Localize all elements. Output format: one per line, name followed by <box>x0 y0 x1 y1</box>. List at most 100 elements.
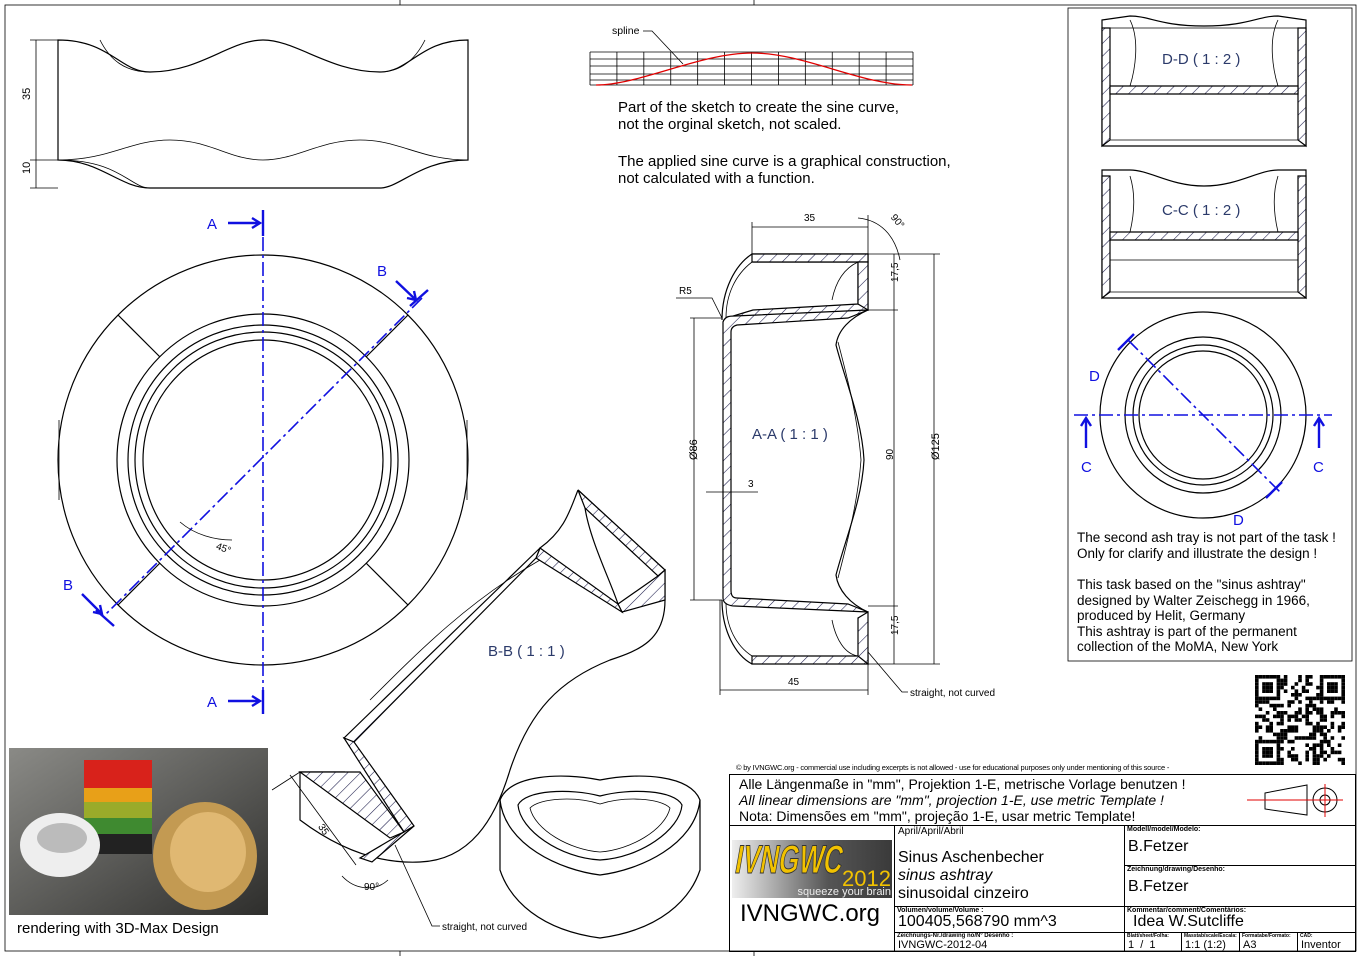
section-label-b-bottom: B <box>63 577 73 594</box>
section-dd-title: D-D ( 1 : 2 ) <box>1162 51 1240 68</box>
note-pt: Nota: Dimensões em "mm", projeção 1-E, u… <box>739 808 1136 824</box>
note-en: All linear dimensions are "mm", projecti… <box>739 792 1164 808</box>
spline-note-2: The applied sine curve is a graphical co… <box>618 153 951 187</box>
format-label: Formatabe/Formato: <box>1242 933 1291 939</box>
model-cell: Modell/model/Modelo: B.Fetzer <box>1124 825 1356 866</box>
drawing-cell: Zeichnung/drawing/Desenho: B.Fetzer <box>1124 865 1356 907</box>
note-de: Alle Längenmaße in "mm", Projektion 1-E,… <box>739 776 1186 792</box>
logo-year: 2012 <box>842 866 891 891</box>
title-pt: sinusoidal cinzeiro <box>898 885 1029 902</box>
section-bb-title: B-B ( 1 : 1 ) <box>488 643 565 660</box>
model-value: B.Fetzer <box>1128 838 1189 855</box>
section-bb: 35 90° straight, not curved B-B ( 1 : 1 … <box>271 489 666 933</box>
dim-inner-dia: Ø86 <box>688 439 700 460</box>
dim-angle: 90° <box>888 212 906 231</box>
label-c-left: C <box>1081 459 1092 476</box>
title-de: Sinus Aschenbecher <box>898 849 1044 866</box>
rendering-image <box>9 748 268 915</box>
cad-value: Inventor <box>1301 939 1341 951</box>
note-line: not calculated with a function. <box>618 170 815 187</box>
spline-note-1: Part of the sketch to create the sine cu… <box>618 99 899 133</box>
right-panel: D-D ( 1 : 2 ) C-C ( 1 : 2 ) D D C C <box>1067 7 1353 662</box>
dim-upper: 17,5 <box>890 262 901 282</box>
format-cell: Formatabe/Formato: A3 <box>1239 932 1298 952</box>
dim-radius: R5 <box>679 286 692 297</box>
section-label-a-bottom: A <box>207 694 217 711</box>
month: April/April/Abril <box>898 826 964 837</box>
note-line: not the orginal sketch, not scaled. <box>618 116 842 133</box>
model-label: Modell/model/Modelo: <box>1127 826 1201 833</box>
section-aa: 35 90° R5 17,5 17,5 90 Ø125 Ø86 3 45 A-A… <box>676 212 995 699</box>
rendering-caption: rendering with 3D-Max Design <box>17 920 219 937</box>
title-en: sinus ashtray <box>898 867 993 884</box>
plan-view: A A B B 45° <box>57 210 469 714</box>
note-line: Only for clarify and illustrate the desi… <box>1077 545 1318 561</box>
dim-bottom-width: 45 <box>788 677 800 688</box>
section-cc-title: C-C ( 1 : 2 ) <box>1162 202 1240 219</box>
drawing-value: B.Fetzer <box>1128 878 1189 895</box>
logo-slogan: squeeze your brain <box>797 886 891 898</box>
comment-cell: Kommentar/comment/Comentários: Idea W.Su… <box>1124 906 1356 933</box>
dim-bb-width: 35 <box>315 822 331 838</box>
cad-label: CAD: <box>1300 933 1313 939</box>
title-cell: April/April/Abril Sinus Aschenbecher sin… <box>894 825 1125 907</box>
note-line: The second ash tray is not part of the t… <box>1077 530 1336 545</box>
volume-value: 100405,568790 mm^3 <box>898 913 1057 930</box>
side-view: 35 10 <box>21 39 469 189</box>
note-line: Part of the sketch to create the sine cu… <box>618 99 899 116</box>
note-line: designed by Walter Zeischegg in 1966, <box>1077 592 1310 608</box>
note-line: This task based on the "sinus ashtray" <box>1077 577 1306 592</box>
format-value: A3 <box>1243 939 1257 951</box>
dim-top-width: 35 <box>804 213 816 224</box>
right-note-1: The second ash tray is not part of the t… <box>1077 530 1336 561</box>
label-d-bottom: D <box>1233 512 1244 529</box>
drawing-no-cell: Zeichnungs-Nr./drawing no/Nº Desenho : I… <box>894 932 1125 952</box>
drawing-label: Zeichnung/drawing/Desenho: <box>1127 866 1226 873</box>
projection-symbol-icon <box>1247 784 1343 817</box>
note-line: This ashtray is part of the permanent <box>1077 623 1297 639</box>
scale-value: 1:1 (1:2) <box>1185 939 1226 951</box>
dim-outer-dia: Ø125 <box>930 433 942 460</box>
volume-cell: Volumen/volume/Volume : 100405,568790 mm… <box>894 906 1125 933</box>
dim-bb-angle: 90° <box>364 882 379 893</box>
scale-cell: Masstab/scale/Escala: 1:1 (1:2) <box>1181 932 1240 952</box>
note-line: The applied sine curve is a graphical co… <box>618 153 951 170</box>
note-line: produced by Helit, Germany <box>1077 608 1246 624</box>
sheet-border <box>4 4 1357 952</box>
angle-label: 45° <box>214 541 232 557</box>
section-aa-title: A-A ( 1 : 1 ) <box>752 426 828 443</box>
qr-code[interactable] <box>1255 675 1345 765</box>
logo: IVNGWC 2012 squeeze your brain IVNGWC.or… <box>729 825 895 952</box>
sheet-value: 1 / 1 <box>1128 939 1156 951</box>
sheet-label: Blatt/sheet/Folha: <box>1127 933 1169 939</box>
comment-label: Kommentar/comment/Comentários: <box>1127 907 1247 914</box>
dim-inner: 90 <box>885 448 896 460</box>
sheet-cell: Blatt/sheet/Folha: 1 / 1 <box>1124 932 1182 952</box>
dim-lower: 17,5 <box>890 615 901 635</box>
dim-height: 35 <box>21 88 33 100</box>
spline-label: spline <box>612 25 640 37</box>
note-line: collection of the MoMA, New York <box>1077 639 1279 655</box>
label-c-right: C <box>1313 459 1324 476</box>
copyright: © by IVNGWC.org - commercial use includi… <box>736 763 1170 772</box>
dim-wall: 3 <box>748 479 754 490</box>
comment-value: Idea W.Sutcliffe <box>1133 913 1244 930</box>
drawing-no-value: IVNGWC-2012-04 <box>898 939 988 951</box>
logo-main: IVNGWC <box>732 838 847 883</box>
dim-base: 10 <box>21 162 33 174</box>
sine-spline <box>595 52 913 86</box>
cad-cell: CAD: Inventor <box>1297 932 1356 952</box>
isometric-view <box>499 775 701 939</box>
spline-sketch: spline <box>589 25 914 86</box>
label-d-top: D <box>1089 368 1100 385</box>
section-label-a-top: A <box>207 216 217 233</box>
volume-label: Volumen/volume/Volume : <box>897 907 984 914</box>
section-label-b-top: B <box>377 263 387 280</box>
aa-callout: straight, not curved <box>910 688 995 699</box>
bb-callout: straight, not curved <box>442 922 527 933</box>
drawing-no-label: Zeichnungs-Nr./drawing no/Nº Desenho : <box>897 933 1014 939</box>
scale-label: Masstab/scale/Escala: <box>1184 933 1237 939</box>
projection-notes: Alle Längenmaße in "mm", Projektion 1-E,… <box>729 774 1356 826</box>
logo-site: IVNGWC.org <box>740 900 881 927</box>
